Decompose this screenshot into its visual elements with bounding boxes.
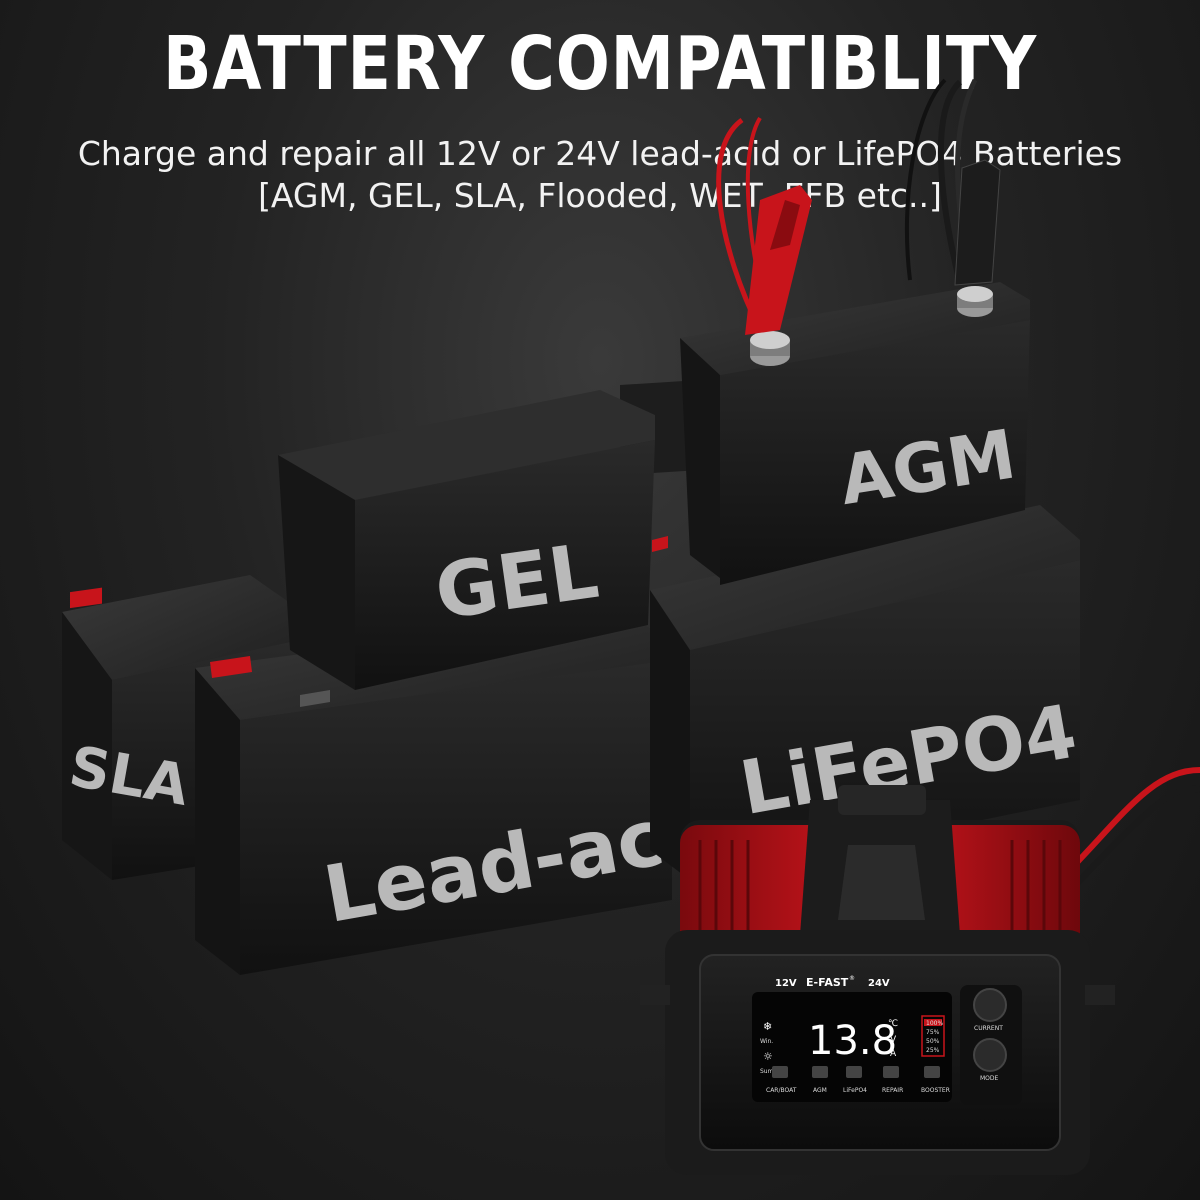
brand-mark: ® <box>849 975 855 982</box>
unit-volt: V <box>890 1035 897 1045</box>
battery-agm: AGM <box>680 282 1030 585</box>
level-75: 75% <box>926 1029 940 1036</box>
headline: BATTERY COMPATIBLITY <box>162 21 1038 107</box>
mode-car-boat: CAR/BOAT <box>766 1087 797 1094</box>
black-clamp <box>954 159 1001 286</box>
mode-icons <box>772 1066 940 1078</box>
season-winter: Win. <box>760 1038 773 1045</box>
mode-booster: BOOSTER <box>921 1087 950 1094</box>
voltage-24v: 24V <box>868 978 890 989</box>
mode-button <box>973 1038 1007 1072</box>
mode-button-label: MODE <box>980 1075 999 1082</box>
current-button-label: CURRENT <box>974 1025 1003 1032</box>
clamp-cables <box>716 78 1200 893</box>
level-indicator: 100% 75% 50% 25% <box>921 1015 945 1057</box>
season-summer: Sum. <box>760 1068 775 1075</box>
unit-celsius: ℃ <box>888 1019 898 1029</box>
display-value: 13.8 <box>808 1018 897 1064</box>
sun-icon: ☼ <box>763 1050 773 1063</box>
red-clamp <box>745 185 812 335</box>
brand-label: E-FAST <box>806 976 849 989</box>
unit-amp: A <box>890 1049 897 1059</box>
level-50: 50% <box>926 1038 940 1045</box>
mode-agm: AGM <box>813 1087 827 1094</box>
level-100: 100% <box>926 1020 943 1027</box>
battery-gel: GEL <box>278 390 655 690</box>
subtitle-line-2: [AGM, GEL, SLA, Flooded, WET, EFB etc..] <box>258 176 942 215</box>
snowflake-icon: ❄ <box>763 1020 772 1033</box>
mode-repair: REPAIR <box>882 1087 903 1094</box>
voltage-12v: 12V <box>775 978 797 989</box>
current-button <box>973 988 1007 1022</box>
subtitle-line-1: Charge and repair all 12V or 24V lead-ac… <box>77 134 1123 173</box>
level-25: 25% <box>926 1047 940 1054</box>
charger-panel: 12V E-FAST ® 24V ❄ Win. ☼ Sum. 13.8 ℃ V … <box>760 975 1007 1094</box>
mode-lifepo4: LiFePO4 <box>843 1087 867 1094</box>
